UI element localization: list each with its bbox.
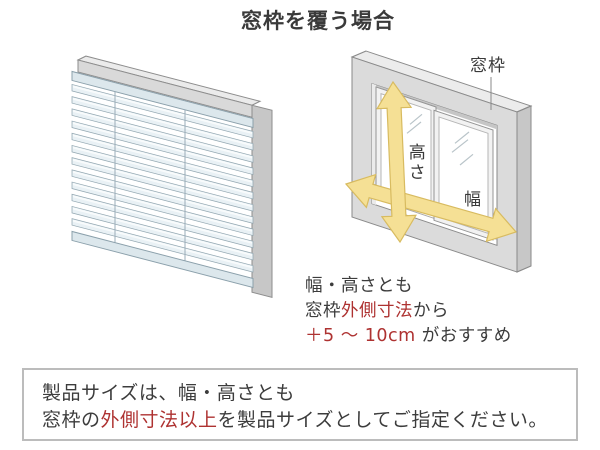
label-height: 高さ bbox=[404, 143, 425, 183]
frame-side-face bbox=[516, 105, 532, 273]
height-arrow-icon bbox=[376, 80, 417, 244]
blind-body bbox=[71, 70, 254, 289]
page-title: 窓枠を覆う場合 bbox=[241, 9, 395, 33]
label-width: 幅 bbox=[464, 190, 482, 210]
label-window-frame: 窓枠 bbox=[470, 56, 506, 76]
caption-line-2: 窓枠外側寸法から bbox=[305, 301, 449, 321]
outer-dimension-or-more-highlight: 外側寸法以上 bbox=[100, 409, 218, 431]
product-size-note-box: 製品サイズは、幅・高さとも 窓枠の外側寸法以上を製品サイズとしてご指定ください。 bbox=[22, 368, 578, 441]
blind-illustration bbox=[71, 55, 273, 299]
window-frame-behind-blind bbox=[76, 55, 273, 299]
measurement-recommendation-text: 幅・高さとも 窓枠外側寸法から ＋5 〜 10cm がおすすめ bbox=[305, 274, 512, 349]
note-line-2: 窓枠の外側寸法以上を製品サイズとしてご指定ください。 bbox=[42, 409, 548, 431]
caption-line-1: 幅・高さとも bbox=[305, 276, 413, 296]
caption-line-3: ＋5 〜 10cm がおすすめ bbox=[305, 326, 512, 346]
note-line-1: 製品サイズは、幅・高さとも bbox=[42, 382, 295, 404]
outer-dimension-highlight: 外側寸法 bbox=[341, 301, 413, 321]
width-arrow-icon bbox=[344, 173, 518, 243]
plus-5-10cm-highlight: ＋5 〜 10cm bbox=[305, 326, 416, 346]
window-frame-illustration bbox=[344, 50, 533, 273]
